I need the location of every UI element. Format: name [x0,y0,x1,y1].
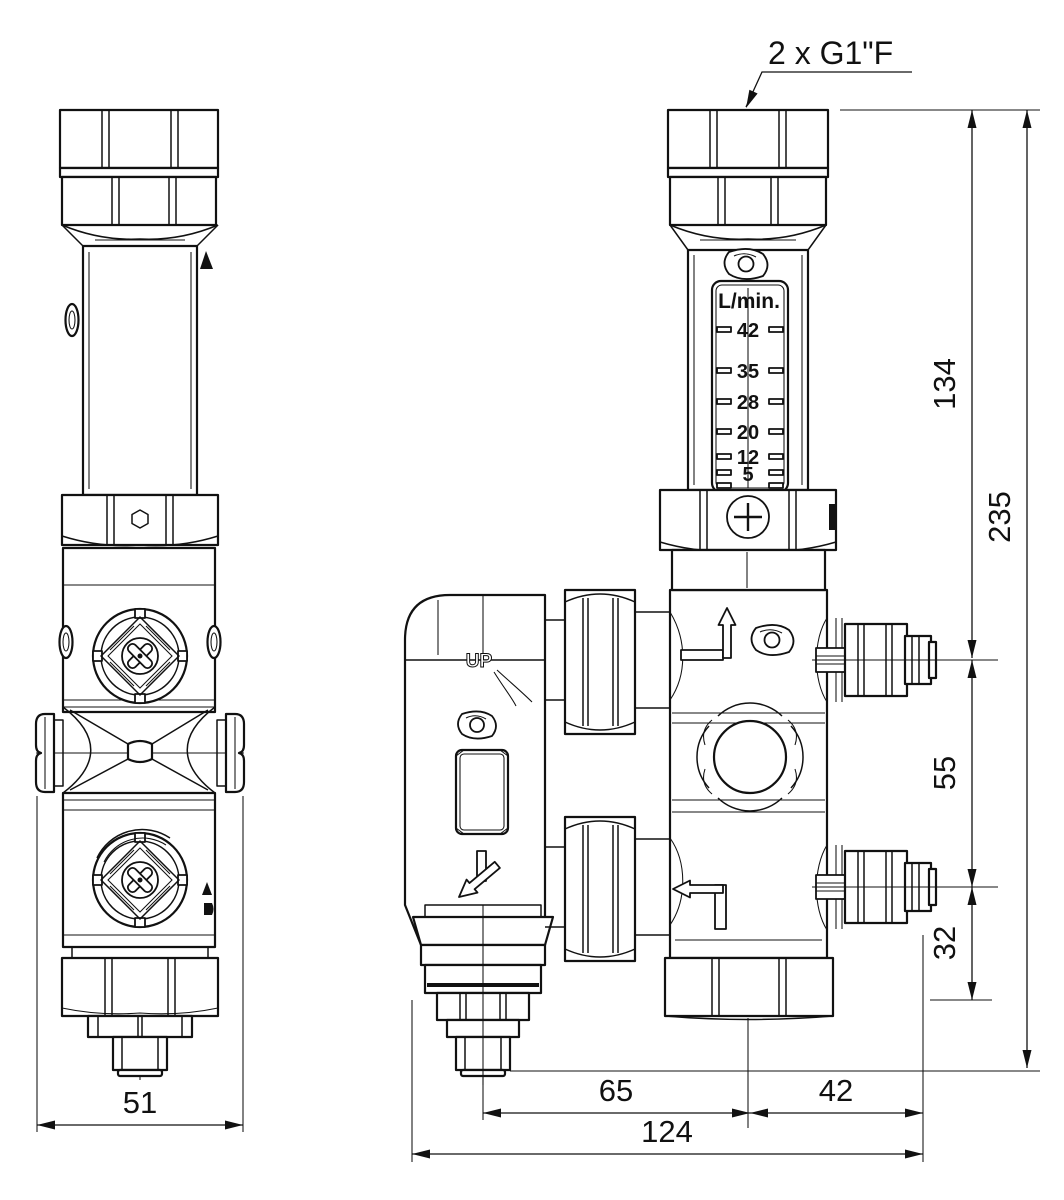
left-bottom-connection [60,946,220,1078]
flow-meter-column: L/min. 42 35 28 20 12 5 [658,108,838,592]
upper-valve-knob[interactable] [91,607,189,705]
scale-labels: 42 35 28 20 12 5 [737,320,759,486]
upper-right-lug [206,624,222,660]
dim-text: 42 [819,1073,853,1108]
dim-text: 55 [927,756,962,790]
dim-text: 235 [982,491,1017,543]
scale-value: 12 [737,447,759,469]
left-sight-tube [64,244,213,497]
lower-union-nut [563,815,637,963]
dimension-drain-spacing: 55 [927,660,977,887]
knob-lever-inner [103,837,167,863]
upper-left-lug [58,624,74,660]
dimensions: 2 x G1"F 134 55 32 235 65 42 [36,35,1040,1162]
scale-value: 28 [737,392,759,414]
left-body-waist [34,706,246,794]
flow-arrow-tail [680,649,724,661]
knob-lever-outline [96,828,171,859]
dim-text: 134 [927,358,962,410]
dimension-axis-to-drain-face: 42 [750,1073,923,1118]
supply-elbow: UP [403,593,555,1085]
tube-side-clip [64,302,80,338]
brand-mark-icon [204,903,214,915]
brand-mark-icon [202,882,212,895]
dim-text: 32 [927,926,962,960]
port-size-note: 2 x G1"F [745,35,912,108]
label-plate [454,748,510,836]
vent-nut [658,488,838,553]
dim-text: 51 [123,1085,157,1120]
main-body [668,588,829,960]
dim-text: 65 [599,1073,633,1108]
scale-value: 42 [737,320,759,342]
upper-union-nut [563,588,637,736]
extension-lines [36,109,1040,1162]
right-view-front: UP [403,108,938,1128]
union-pipe-stubs [545,611,670,936]
lower-valve-knob[interactable] [91,831,189,929]
hex-socket [131,509,149,529]
dim-text: 124 [641,1114,693,1149]
bottom-outlet [411,904,555,1085]
flow-scale-plate: L/min. 42 35 28 20 12 5 [710,279,790,494]
scale-ticks [716,326,784,489]
left-top-union-nut [58,108,220,247]
port-note-text: 2 x G1"F [768,35,893,71]
right-side-port [216,712,246,794]
left-tube-nut [60,493,220,547]
dimension-lower-drain-to-bottom: 32 [927,887,977,1000]
right-top-union-nut [666,108,830,251]
brand-mark-icon [200,251,213,269]
left-view-side [34,108,246,1080]
scale-value: 20 [737,422,759,444]
flow-unit-label: L/min. [718,290,780,313]
up-cast-label: UP [466,651,493,672]
logo-icon [750,624,795,656]
pump-port [696,702,804,812]
meter-base [670,548,827,592]
logo-icon [723,248,769,280]
side-tab [829,504,837,530]
dimension-top-to-upper-drain: 134 [927,110,977,658]
left-side-port [34,712,64,794]
dimension-overall-width: 124 [412,1114,923,1159]
dimension-left-view-width: 51 [37,1085,243,1130]
scale-value: 35 [737,361,759,383]
dimension-overall-height: 235 [982,110,1032,1068]
logo-icon [457,710,497,740]
scale-value: 5 [742,464,753,486]
right-bottom-connection [663,956,835,1128]
dimension-outlet-to-axis: 65 [483,1073,750,1118]
